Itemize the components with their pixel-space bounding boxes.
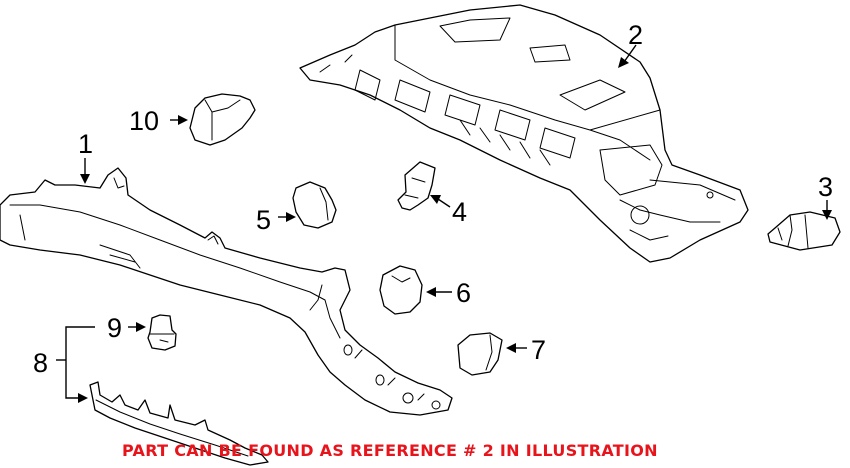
- callout-5: 5: [256, 205, 271, 235]
- callout-3: 3: [818, 172, 833, 202]
- arrow-1: [80, 174, 90, 184]
- callout-6: 6: [456, 278, 471, 308]
- leader-8: [65, 326, 95, 399]
- reference-note: PART CAN BE FOUND AS REFERENCE # 2 IN IL…: [122, 441, 658, 460]
- part-8-trim-strip: [89, 381, 269, 466]
- arrow-6: [426, 287, 436, 297]
- part-7-cover: [457, 332, 503, 376]
- arrow-7: [506, 343, 516, 353]
- part-5-cap: [292, 181, 337, 229]
- callout-7: 7: [531, 335, 546, 365]
- part-1-dash-trim-panel: [0, 167, 453, 416]
- callout-4: 4: [452, 197, 467, 227]
- part-3-component: [767, 211, 841, 251]
- leaders: [56, 44, 832, 403]
- part-2-glove-box: [299, 4, 749, 263]
- arrow-2: [618, 57, 629, 68]
- arrow-10: [178, 115, 188, 125]
- leader-2: [623, 44, 637, 63]
- callout-10: 10: [129, 106, 159, 136]
- arrow-9: [136, 322, 146, 332]
- callout-2: 2: [628, 20, 643, 50]
- part-9-plug: [147, 314, 177, 351]
- callout-1: 1: [78, 129, 93, 159]
- arrow-3: [822, 210, 832, 220]
- arrow-8: [78, 393, 88, 403]
- arrow-5: [286, 212, 296, 222]
- part-6-disc: [379, 265, 423, 315]
- arrow-4: [430, 195, 441, 204]
- callout-8: 8: [33, 348, 48, 378]
- part-4-clip: [397, 161, 436, 211]
- leader-4: [437, 198, 451, 208]
- callout-9: 9: [107, 313, 122, 343]
- part-10-bracket: [189, 93, 256, 146]
